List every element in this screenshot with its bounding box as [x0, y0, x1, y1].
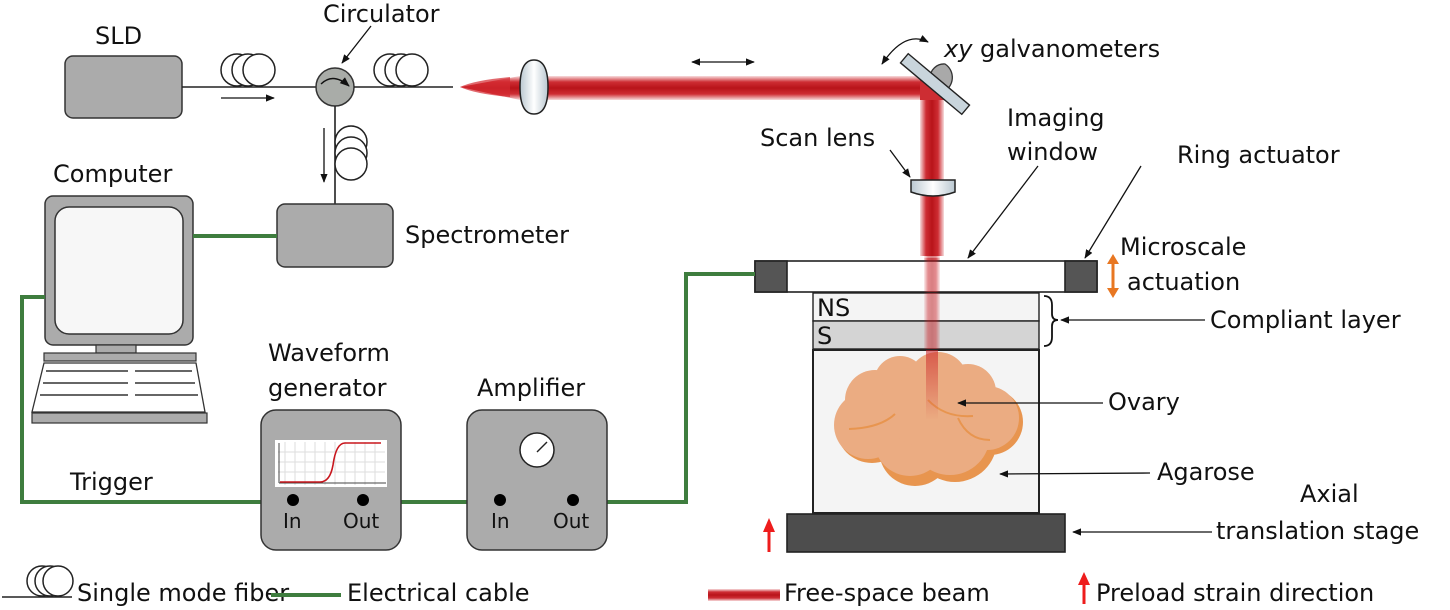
axial-label-line2: translation stage: [1216, 517, 1419, 545]
preload-arrow-icon: [763, 518, 775, 552]
fiber-coil-icon: [334, 125, 368, 181]
sld-label: SLD: [95, 22, 142, 50]
amplifier-label: Amplifier: [477, 374, 585, 402]
scan-lens-leader: [889, 149, 911, 178]
legend-label-cable: Electrical cable: [347, 579, 530, 607]
imaging-window-label-line1: Imaging: [1007, 104, 1105, 132]
ns-layer-label: NS: [817, 294, 850, 322]
axial-translation-stage: [786, 513, 1066, 553]
fiber-coil-icon: [373, 53, 429, 87]
beam-through-layer: [924, 293, 940, 349]
legend-label-beam: Free-space beam: [784, 579, 990, 607]
circulator-leader: [341, 25, 372, 64]
circulator-label: Circulator: [323, 0, 440, 28]
waveform-label-line2: generator: [268, 374, 387, 402]
ovary: [834, 352, 1023, 486]
imaging-window-label-line2: window: [1007, 138, 1098, 166]
beam-through-window: [924, 258, 940, 298]
legend-item-cable: Electrical cable: [271, 579, 530, 607]
waveform-generator: [260, 409, 402, 551]
ring-actuator-label: Ring actuator: [1177, 141, 1340, 169]
gain-knob-icon: [519, 432, 555, 468]
amplifier: [466, 409, 608, 551]
actuation-arrow-icon: [1107, 254, 1119, 298]
trigger-label: Trigger: [69, 468, 153, 496]
legend-item-beam: Free-space beam: [708, 579, 990, 607]
galvanometer-label-xy: xy: [943, 35, 973, 63]
s-layer-label: S: [817, 322, 832, 350]
legend-label-preload: Preload strain direction: [1096, 579, 1374, 607]
collimating-lens: [519, 59, 549, 115]
axial-label-line1: Axial: [1300, 480, 1359, 508]
scan-lens-label: Scan lens: [760, 124, 875, 152]
brace-icon: [1043, 295, 1059, 347]
agarose-leader: [999, 470, 1151, 478]
legend-item-preload: Preload strain direction: [1078, 572, 1374, 607]
sld-source: [64, 55, 183, 119]
sigmoid-waveform-icon: [280, 442, 381, 483]
scan-lens: [910, 179, 956, 197]
waveform-label-line1: Waveform: [268, 339, 390, 367]
microscale-label-line1: Microscale: [1120, 233, 1246, 261]
computer-label: Computer: [53, 160, 172, 188]
agarose-label: Agarose: [1157, 458, 1255, 486]
ring-actuator-leader: [1084, 165, 1142, 259]
spectrometer-label: Spectrometer: [405, 221, 569, 249]
spectrometer: [276, 203, 394, 268]
imaging-window-leader: [967, 165, 1039, 259]
computer: [31, 195, 208, 424]
legend-item-fiber: Single mode fiber: [2, 565, 289, 607]
microscale-label-line2: actuation: [1127, 268, 1240, 296]
waveform-out-port: Out: [343, 509, 379, 533]
amplifier-out-port: Out: [553, 509, 589, 533]
legend-label-fiber: Single mode fiber: [77, 579, 289, 607]
cable-amplifier-actuator: [573, 272, 755, 504]
compliant-layer-label: Compliant layer: [1210, 306, 1401, 334]
legend: Single mode fiber Electrical cable Free-…: [2, 565, 1374, 607]
fiber-coil-icon: [220, 53, 276, 87]
galvanometer-mirror: [899, 52, 971, 116]
beam-into-ovary: [926, 350, 938, 420]
cable-trigger: [20, 295, 293, 504]
galvanometer-label: xy galvanometers: [943, 35, 1160, 63]
galvanometer-label-text: galvanometers: [972, 35, 1160, 63]
rotation-arrow-icon: [881, 34, 929, 65]
waveform-in-port: In: [283, 509, 302, 533]
amplifier-in-port: In: [491, 509, 510, 533]
ovary-label: Ovary: [1108, 388, 1180, 416]
circulator: [315, 67, 355, 107]
